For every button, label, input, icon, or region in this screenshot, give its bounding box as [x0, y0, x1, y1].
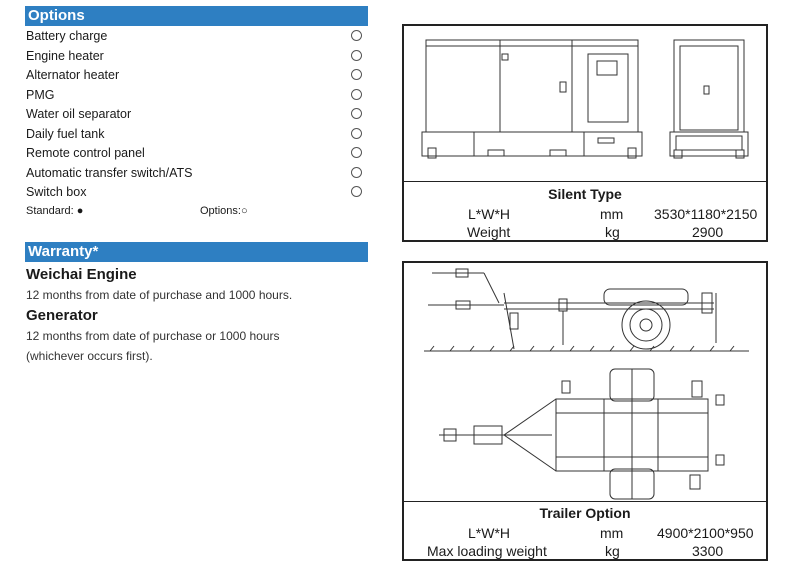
silent-type-title: Silent Type: [548, 186, 622, 202]
option-radio[interactable]: [351, 69, 362, 80]
silent-weight-label: Weight: [467, 224, 511, 240]
option-radio[interactable]: [351, 30, 362, 41]
option-label: Remote control panel: [26, 146, 145, 160]
trailer-weight-row: Max loading weight kg 3300: [404, 543, 766, 561]
silent-weight-unit: kg: [605, 224, 620, 240]
option-radio[interactable]: [351, 108, 362, 119]
option-row: Switch box: [26, 183, 366, 202]
silent-generator-drawing: [421, 39, 749, 159]
generator-warranty-text-2: (whichever occurs first).: [26, 349, 153, 363]
generator-heading: Generator: [26, 307, 98, 324]
trailer-dim-unit: mm: [600, 525, 624, 541]
trailer-weight-label: Max loading weight: [427, 543, 547, 559]
option-label: Battery charge: [26, 29, 108, 43]
silent-weight-value: 2900: [692, 224, 724, 240]
option-label: Daily fuel tank: [26, 126, 105, 141]
option-radio[interactable]: [351, 186, 362, 197]
option-radio[interactable]: [351, 127, 362, 139]
option-row: Automatic transfer switch/ATS: [26, 164, 366, 183]
option-radio[interactable]: [351, 88, 362, 100]
option-row: PMG: [26, 86, 366, 105]
trailer-option-title: Trailer Option: [539, 505, 631, 521]
silent-weight-row: Weight kg 2900: [404, 224, 766, 242]
option-row: Water oil separator: [26, 105, 366, 124]
silent-dimension-row: L*W*H mm 3530*1180*2150: [404, 206, 766, 224]
trailer-weight-unit: kg: [605, 543, 620, 559]
silent-type-panel: Silent Type L*W*H mm 3530*1180*2150 Weig…: [402, 24, 768, 242]
option-radio[interactable]: [351, 166, 362, 178]
trailer-dim-label: L*W*H: [468, 525, 511, 541]
trailer-drawing: [424, 268, 749, 500]
option-radio[interactable]: [351, 49, 362, 61]
options-header: Options: [25, 6, 368, 26]
engine-heading: Weichai Engine: [26, 266, 137, 283]
generator-warranty-text-1: 12 months from date of purchase or 1000 …: [26, 329, 280, 343]
option-row: Daily fuel tank: [26, 125, 366, 144]
option-row: Battery charge: [26, 27, 366, 46]
option-row: Alternator heater: [26, 66, 366, 85]
trailer-dim-value: 4900*2100*950: [657, 525, 754, 541]
option-label: Automatic transfer switch/ATS: [26, 165, 193, 180]
legend-options: Options:○: [200, 205, 248, 217]
silent-dim-label: L*W*H: [468, 206, 511, 222]
option-label: Engine heater: [26, 48, 104, 63]
trailer-divider: [404, 501, 766, 502]
option-label: Alternator heater: [26, 68, 120, 82]
silent-dim-unit: mm: [600, 206, 624, 222]
engine-warranty-text: 12 months from date of purchase and 1000…: [26, 288, 293, 302]
warranty-header: Warranty*: [25, 242, 368, 262]
option-row: Engine heater: [26, 47, 366, 66]
trailer-option-panel: Trailer Option L*W*H mm 4900*2100*950 Ma…: [402, 261, 768, 561]
option-radio[interactable]: [351, 147, 362, 158]
option-row: Remote control panel: [26, 144, 366, 163]
silent-dim-value: 3530*1180*2150: [654, 206, 758, 222]
silent-divider: [404, 181, 766, 182]
legend-standard: Standard: ●: [26, 205, 84, 217]
trailer-weight-value: 3300: [692, 543, 724, 559]
option-label: Water oil separator: [26, 107, 132, 121]
option-label: PMG: [26, 87, 55, 102]
trailer-dimension-row: L*W*H mm 4900*2100*950: [404, 525, 766, 543]
option-label: Switch box: [26, 185, 87, 199]
